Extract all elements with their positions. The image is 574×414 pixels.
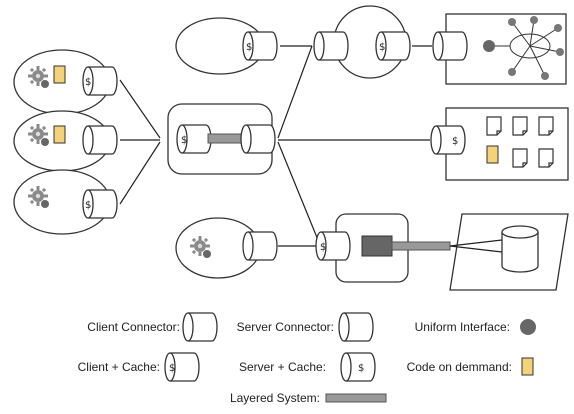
legend-uniform-interface: Uniform Interface: bbox=[415, 320, 510, 334]
top-client: $ bbox=[175, 17, 278, 75]
cache-symbol: $ bbox=[358, 363, 364, 374]
cache-symbol: $ bbox=[85, 200, 91, 211]
layered-system-bar bbox=[207, 133, 245, 144]
server-connector bbox=[432, 31, 468, 61]
cache-symbol: $ bbox=[452, 136, 458, 147]
code-on-demand-icon bbox=[486, 145, 499, 164]
top-server bbox=[432, 13, 567, 85]
code-on-demand-icon bbox=[53, 65, 66, 84]
legend: Client Connector: Server Connector: Unif… bbox=[78, 312, 536, 405]
cache-symbol: $ bbox=[169, 363, 175, 374]
server-connector-sample bbox=[338, 312, 374, 342]
cache-symbol: $ bbox=[379, 42, 385, 53]
client-3: $ bbox=[13, 169, 118, 235]
bottom-gateway: $ bbox=[315, 213, 451, 283]
bottom-client bbox=[175, 217, 278, 279]
top-proxy: $ bbox=[313, 5, 411, 79]
legend-layered-system: Layered System: bbox=[230, 391, 320, 405]
document-icon bbox=[512, 116, 528, 136]
uniform-interface-icon bbox=[520, 319, 536, 335]
document-icon bbox=[486, 116, 502, 136]
server-connector bbox=[240, 124, 276, 154]
legend-client-cache: Client + Cache: bbox=[78, 360, 160, 374]
client-1: $ bbox=[13, 49, 118, 115]
gateway-block bbox=[361, 235, 393, 257]
code-on-demand-icon bbox=[521, 357, 534, 376]
documents-server: $ bbox=[430, 107, 569, 181]
client-connector bbox=[242, 231, 278, 261]
connection-lines bbox=[119, 45, 484, 247]
legend-server-connector: Server Connector: bbox=[237, 320, 334, 334]
database-server bbox=[449, 213, 569, 291]
server-cache-connector bbox=[430, 125, 466, 155]
client-connector bbox=[82, 125, 118, 155]
intermediary-component: $ bbox=[167, 103, 276, 175]
cache-symbol: $ bbox=[85, 77, 91, 88]
document-icon bbox=[538, 148, 554, 168]
legend-code-on-demand: Code on demmand: bbox=[407, 360, 512, 374]
document-icon bbox=[512, 148, 528, 168]
uniform-interface-icon bbox=[483, 40, 495, 52]
code-on-demand-icon bbox=[53, 125, 66, 144]
layered-system-bar bbox=[391, 241, 451, 251]
database-icon bbox=[501, 225, 539, 273]
client-connector-sample bbox=[182, 312, 218, 342]
cache-symbol: $ bbox=[246, 42, 252, 53]
layered-system-bar bbox=[325, 393, 387, 403]
document-icon bbox=[538, 116, 554, 136]
cache-symbol: $ bbox=[181, 135, 187, 146]
legend-client-connector: Client Connector: bbox=[87, 320, 180, 334]
server-connector bbox=[313, 31, 349, 61]
cache-symbol: $ bbox=[320, 242, 326, 253]
client-2 bbox=[13, 110, 118, 172]
legend-server-cache: Server + Cache: bbox=[239, 360, 326, 374]
